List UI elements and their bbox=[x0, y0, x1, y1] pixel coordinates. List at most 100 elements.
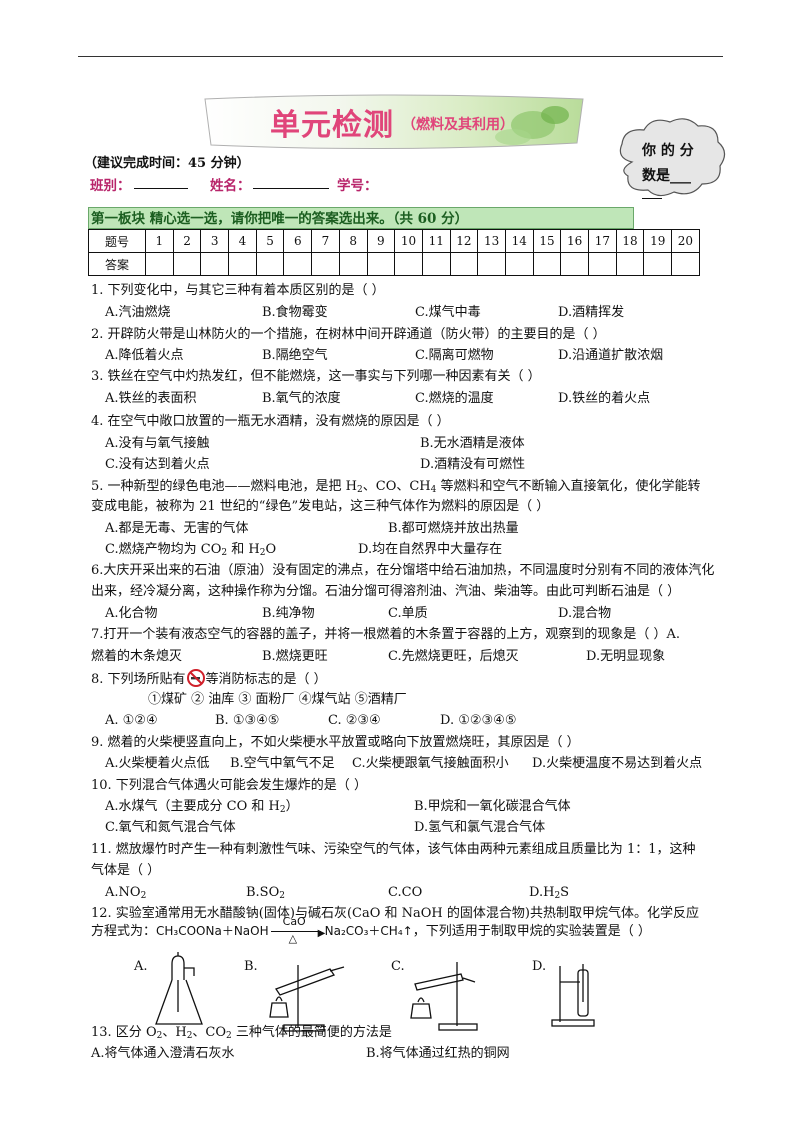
answer-cell[interactable] bbox=[145, 252, 174, 276]
q3-option-c[interactable]: C.燃烧的温度 bbox=[415, 391, 494, 406]
question-number: 15 bbox=[532, 229, 562, 253]
score-label-line1: 你 的 分 bbox=[642, 143, 694, 159]
class-field[interactable] bbox=[134, 176, 188, 189]
q13-option-a[interactable]: A.将气体通入澄清石灰水 bbox=[91, 1046, 235, 1061]
answer-cell[interactable] bbox=[338, 252, 368, 276]
q3-option-b[interactable]: B.氧气的浓度 bbox=[262, 391, 341, 406]
answer-cell[interactable] bbox=[283, 252, 313, 276]
subscript: 4 bbox=[430, 485, 437, 495]
q3-option-d[interactable]: D.铁丝的着火点 bbox=[558, 391, 651, 406]
q4-option-d[interactable]: D.酒精没有可燃性 bbox=[420, 457, 526, 472]
answer-cell[interactable] bbox=[671, 252, 700, 276]
answer-cell[interactable] bbox=[200, 252, 230, 276]
q8-option-d[interactable]: D. ①②③④⑤ bbox=[440, 713, 517, 728]
q5-option-c[interactable]: C.燃烧产物均为 CO2 和 H2O bbox=[105, 541, 276, 562]
q3-option-a[interactable]: A.铁丝的表面积 bbox=[105, 391, 197, 406]
q10-option-c[interactable]: C.氧气和氮气混合气体 bbox=[105, 820, 236, 835]
answer-cell[interactable] bbox=[449, 252, 479, 276]
q1-option-a[interactable]: A.汽油燃烧 bbox=[105, 305, 171, 320]
q9-option-c[interactable]: C.火柴梗跟氧气接触面积小 bbox=[352, 756, 509, 771]
q11-option-d[interactable]: D.H2S bbox=[529, 884, 569, 905]
q10-option-b[interactable]: B.甲烷和一氧化碳混合气体 bbox=[414, 799, 571, 814]
q10-option-d[interactable]: D.氢气和氯气混合气体 bbox=[414, 820, 546, 835]
q13-option-b[interactable]: B.将气体通过红热的铜网 bbox=[366, 1046, 510, 1061]
q11-option-d-text: S bbox=[560, 885, 570, 900]
q9-option-b[interactable]: B.空气中氧气不足 bbox=[230, 756, 335, 771]
answer-cell[interactable] bbox=[588, 252, 617, 276]
answer-cell[interactable] bbox=[311, 252, 340, 276]
answer-cell[interactable] bbox=[394, 252, 423, 276]
q8-option-b[interactable]: B. ①③④⑤ bbox=[215, 713, 280, 728]
question-6-line1: 6.大庆开采出来的石油（原油）没有固定的沸点，在分馏塔中给石油加热，不同温度时分… bbox=[91, 563, 715, 578]
answer-cell[interactable] bbox=[477, 252, 506, 276]
q6-option-b[interactable]: B.纯净物 bbox=[262, 606, 315, 621]
subscript: 2 bbox=[259, 548, 266, 558]
q5-option-b[interactable]: B.都可燃烧并放出热量 bbox=[388, 521, 519, 536]
q9-option-a[interactable]: A.火柴梗着火点低 bbox=[105, 756, 210, 771]
q6-option-a[interactable]: A.化合物 bbox=[105, 606, 158, 621]
arrow-head: ▶ bbox=[317, 928, 326, 939]
row-label: 答案 bbox=[88, 252, 146, 276]
q13-text: 、H bbox=[162, 1025, 187, 1040]
q11-option-b[interactable]: B.SO2 bbox=[246, 884, 285, 905]
name-label: 姓名： bbox=[210, 178, 251, 194]
answer-cell[interactable] bbox=[255, 252, 285, 276]
q5-option-c-text: 和 H bbox=[227, 542, 260, 557]
q10-option-a[interactable]: A.水煤气（主要成分 CO 和 H2） bbox=[105, 798, 299, 819]
q12-text: 方程式为： bbox=[91, 924, 157, 939]
answer-cell[interactable] bbox=[172, 252, 202, 276]
question-1-stem: 1. 下列变化中，与其它三种有着本质区别的是（ ） bbox=[91, 283, 385, 298]
answer-cell[interactable] bbox=[228, 252, 257, 276]
q4-option-c[interactable]: C.没有达到着火点 bbox=[105, 457, 210, 472]
q4-option-a[interactable]: A.没有与氧气接触 bbox=[105, 436, 210, 451]
q8-option-a[interactable]: A. ①②④ bbox=[105, 713, 158, 728]
subscript: 2 bbox=[186, 1031, 193, 1041]
q5-text: 、CO、CH bbox=[362, 479, 431, 494]
q5-option-d[interactable]: D.均在自然界中大量存在 bbox=[358, 542, 503, 557]
q5-option-a[interactable]: A.都是无毒、无害的气体 bbox=[105, 521, 249, 536]
q2-option-c[interactable]: C.隔离可燃物 bbox=[415, 348, 494, 363]
q8-option-c[interactable]: C. ②③④ bbox=[328, 713, 381, 728]
q6-option-d[interactable]: D.混合物 bbox=[558, 606, 612, 621]
subscript: 2 bbox=[357, 485, 363, 495]
q9-option-d[interactable]: D.火柴梗温度不易达到着火点 bbox=[532, 756, 703, 771]
subscript: 2 bbox=[221, 548, 228, 558]
q13-text: 、CO bbox=[192, 1025, 227, 1040]
answer-cell[interactable] bbox=[560, 252, 589, 276]
q2-option-a[interactable]: A.降低着火点 bbox=[105, 348, 184, 363]
q12-option-d[interactable]: D. bbox=[532, 959, 547, 974]
q1-option-c[interactable]: C.煤气中毒 bbox=[415, 305, 481, 320]
question-number: 1 bbox=[145, 229, 174, 253]
q13-text: 13. 区分 O bbox=[91, 1025, 157, 1040]
q11-option-a[interactable]: A.NO2 bbox=[105, 884, 146, 905]
answer-cell[interactable] bbox=[421, 252, 451, 276]
table-row: 答案 bbox=[88, 252, 700, 276]
class-label: 班别： bbox=[90, 178, 131, 194]
q4-option-b[interactable]: B.无水酒精是液体 bbox=[420, 436, 525, 451]
answer-cell[interactable] bbox=[366, 252, 396, 276]
answer-cell[interactable] bbox=[643, 252, 673, 276]
answer-cell[interactable] bbox=[615, 252, 645, 276]
q7-option-d[interactable]: D.无明显现象 bbox=[586, 649, 666, 664]
q5-text: 5. 一种新型的绿色电池——燃料电池，是把 H bbox=[91, 479, 358, 494]
q7-option-a[interactable]: 燃着的木条熄灭 bbox=[91, 649, 183, 664]
q7-option-c[interactable]: C.先燃烧更旺，后熄灭 bbox=[388, 649, 519, 664]
q1-option-b[interactable]: B.食物霉变 bbox=[262, 305, 328, 320]
question-5-stem: 5. 一种新型的绿色电池——燃料电池，是把 H2、CO、CH4 等燃料和空气不断… bbox=[91, 478, 701, 499]
q5-text: 等燃料和空气不断输入直接氧化，使化学能转 bbox=[436, 479, 701, 494]
question-number: 7 bbox=[311, 229, 340, 253]
q2-option-b[interactable]: B.隔绝空气 bbox=[262, 348, 328, 363]
q1-option-d[interactable]: D.酒精挥发 bbox=[558, 305, 625, 320]
q6-option-c[interactable]: C.单质 bbox=[388, 606, 428, 621]
answer-cell[interactable] bbox=[532, 252, 562, 276]
q12-option-c[interactable]: C. bbox=[391, 959, 405, 974]
q11-option-c[interactable]: C.CO bbox=[388, 885, 423, 900]
answer-cell[interactable] bbox=[504, 252, 534, 276]
q7-option-b[interactable]: B.燃烧更旺 bbox=[262, 649, 328, 664]
name-field[interactable] bbox=[253, 176, 329, 189]
score-cloud bbox=[619, 118, 726, 197]
q12-option-b[interactable]: B. bbox=[244, 959, 258, 974]
q12-option-a[interactable]: A. bbox=[134, 959, 148, 974]
q2-option-d[interactable]: D.沿通道扩散浓烟 bbox=[558, 348, 664, 363]
